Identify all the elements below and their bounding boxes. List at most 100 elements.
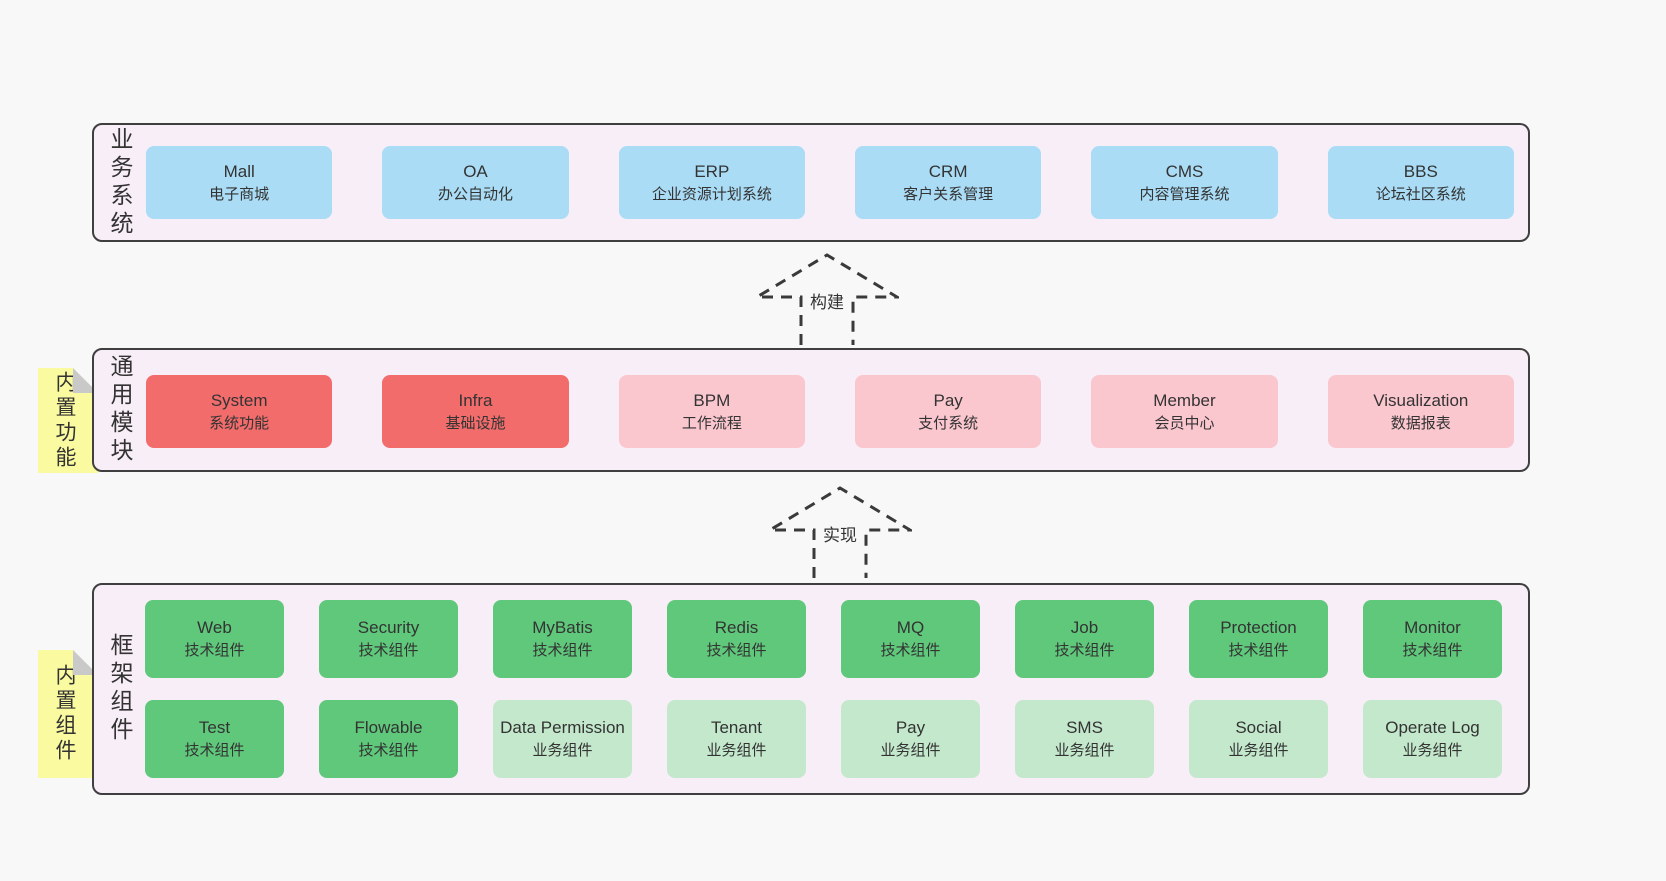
box-name: MyBatis xyxy=(532,618,593,637)
band-common-modules: 通用模块 System 系统功能 Infra 基础设施 BPM 工作流程 Pay… xyxy=(92,348,1530,472)
box-desc: 技术组件 xyxy=(184,742,245,759)
box-cms: CMS 内容管理系统 xyxy=(1091,146,1278,219)
box-mall: Mall 电子商城 xyxy=(146,146,333,219)
arrow-build-label: 构建 xyxy=(807,292,847,314)
box-desc: 技术组件 xyxy=(184,642,245,659)
box-desc: 基础设施 xyxy=(445,414,506,432)
box-crm: CRM 客户关系管理 xyxy=(854,146,1042,219)
box-name: Data Permission xyxy=(500,718,625,737)
box-name: Security xyxy=(357,618,420,637)
box-name: Operate Log xyxy=(1385,718,1480,737)
box-desc: 业务组件 xyxy=(532,742,593,759)
business-systems-row: Mall 电子商城 OA 办公自动化 ERP 企业资源计划系统 CRM 客户关系… xyxy=(146,146,1514,219)
box-name: MQ xyxy=(896,618,925,637)
box-sms: SMS 业务组件 xyxy=(1015,700,1154,778)
box-name: ERP xyxy=(694,161,730,181)
box-bpm: BPM 工作流程 xyxy=(618,375,805,448)
box-desc: 技术组件 xyxy=(1402,642,1463,659)
box-member: Member 会员中心 xyxy=(1091,375,1278,448)
box-desc: 技术组件 xyxy=(358,642,419,659)
box-name: BBS xyxy=(1403,161,1438,181)
box-name: Mall xyxy=(223,161,255,181)
box-operate-log: Operate Log 业务组件 xyxy=(1363,700,1502,778)
sticky-note-label: 内置组件 xyxy=(53,664,76,764)
box-desc: 技术组件 xyxy=(358,742,419,759)
sticky-note-label: 内置功能 xyxy=(53,370,76,471)
framework-row-2: Test 技术组件 Flowable 技术组件 Data Permission … xyxy=(145,700,1502,778)
band-business-systems: 业务系统 Mall 电子商城 OA 办公自动化 ERP 企业资源计划系统 CRM… xyxy=(92,123,1530,242)
band-label-common-modules: 通用模块 xyxy=(107,354,133,466)
box-name: CMS xyxy=(1165,161,1204,181)
box-mybatis: MyBatis 技术组件 xyxy=(493,600,632,678)
band-framework-components: 框架组件 Web 技术组件 Security 技术组件 MyBatis 技术组件… xyxy=(92,583,1530,795)
box-infra: Infra 基础设施 xyxy=(382,375,569,448)
box-desc: 技术组件 xyxy=(532,642,593,659)
box-desc: 业务组件 xyxy=(880,742,941,759)
box-name: Web xyxy=(197,618,232,637)
box-desc: 数据报表 xyxy=(1390,414,1451,432)
box-desc: 支付系统 xyxy=(918,414,979,432)
arrow-implement-label: 实现 xyxy=(820,525,860,547)
box-name: Social xyxy=(1235,718,1282,737)
sticky-note-built-in-components: 内置组件 xyxy=(38,650,98,778)
box-tenant: Tenant 业务组件 xyxy=(667,700,806,778)
box-data-permission: Data Permission 业务组件 xyxy=(493,700,632,778)
box-name: Test xyxy=(198,718,231,737)
box-desc: 论坛社区系统 xyxy=(1375,185,1466,203)
box-pay: Pay 支付系统 xyxy=(854,375,1042,448)
framework-row-1: Web 技术组件 Security 技术组件 MyBatis 技术组件 Redi… xyxy=(145,600,1502,678)
arrow-build: 构建 xyxy=(751,253,903,345)
box-desc: 技术组件 xyxy=(706,642,767,659)
box-desc: 客户关系管理 xyxy=(903,185,994,203)
box-oa: OA 办公自动化 xyxy=(382,146,569,219)
box-desc: 业务组件 xyxy=(706,742,767,759)
box-desc: 办公自动化 xyxy=(437,185,513,203)
box-test: Test 技术组件 xyxy=(145,700,284,778)
box-name: Redis xyxy=(714,618,759,637)
box-name: Monitor xyxy=(1404,618,1461,637)
box-desc: 会员中心 xyxy=(1154,414,1215,432)
box-name: Flowable xyxy=(354,718,423,737)
box-desc: 系统功能 xyxy=(209,414,270,432)
box-name: Visualization xyxy=(1373,390,1469,410)
box-desc: 技术组件 xyxy=(1054,642,1115,659)
common-modules-row: System 系统功能 Infra 基础设施 BPM 工作流程 Pay 支付系统… xyxy=(146,375,1514,448)
box-flowable: Flowable 技术组件 xyxy=(319,700,458,778)
arrow-implement: 实现 xyxy=(764,486,916,578)
box-web: Web 技术组件 xyxy=(145,600,284,678)
box-visualization: Visualization 数据报表 xyxy=(1327,375,1514,448)
box-desc: 技术组件 xyxy=(1228,642,1289,659)
box-name: Tenant xyxy=(710,718,763,737)
box-redis: Redis 技术组件 xyxy=(667,600,806,678)
box-desc: 业务组件 xyxy=(1402,742,1463,759)
box-name: SMS xyxy=(1066,718,1103,737)
box-name: System xyxy=(210,390,268,410)
box-name: Infra xyxy=(458,390,493,410)
band-label-business-systems: 业务系统 xyxy=(107,126,133,239)
box-security: Security 技术组件 xyxy=(319,600,458,678)
box-name: OA xyxy=(463,161,488,181)
box-name: Job xyxy=(1070,618,1099,637)
box-system: System 系统功能 xyxy=(146,375,333,448)
box-protection: Protection 技术组件 xyxy=(1189,600,1328,678)
up-arrow-icon xyxy=(751,253,903,345)
box-desc: 业务组件 xyxy=(1054,742,1115,759)
sticky-note-built-in-features: 内置功能 xyxy=(38,368,98,473)
box-desc: 技术组件 xyxy=(880,642,941,659)
box-name: Protection xyxy=(1220,618,1297,637)
box-pay-biz: Pay 业务组件 xyxy=(841,700,980,778)
box-name: Pay xyxy=(895,718,926,737)
box-desc: 内容管理系统 xyxy=(1139,185,1230,203)
box-desc: 工作流程 xyxy=(681,414,742,432)
band-label-framework-components: 框架组件 xyxy=(107,633,133,745)
box-bbs: BBS 论坛社区系统 xyxy=(1327,146,1514,219)
box-monitor: Monitor 技术组件 xyxy=(1363,600,1502,678)
box-name: BPM xyxy=(693,390,731,410)
box-job: Job 技术组件 xyxy=(1015,600,1154,678)
box-desc: 业务组件 xyxy=(1228,742,1289,759)
up-arrow-icon xyxy=(764,486,916,578)
box-name: Member xyxy=(1153,390,1216,410)
box-social: Social 业务组件 xyxy=(1189,700,1328,778)
box-desc: 电子商城 xyxy=(209,185,270,203)
